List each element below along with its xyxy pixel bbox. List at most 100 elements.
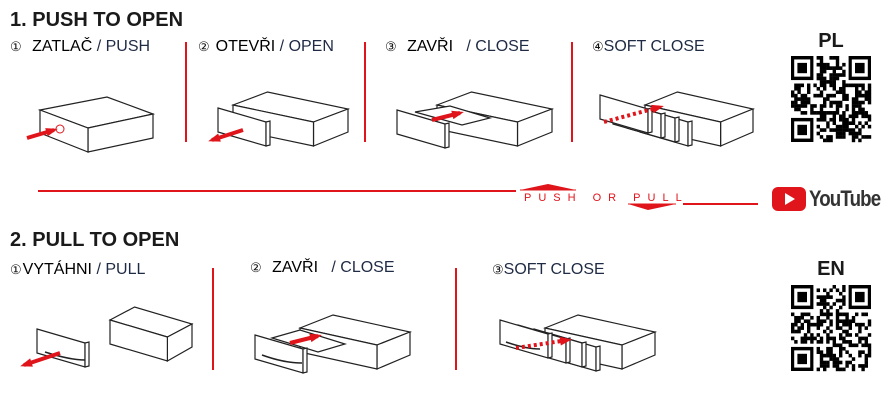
qr-module [864, 121, 868, 125]
qr-module [858, 353, 862, 358]
qr-module [791, 104, 795, 108]
qr-module [832, 128, 836, 132]
qr-module [826, 138, 830, 143]
qr-module [842, 302, 846, 306]
qr-module [851, 121, 856, 125]
qr-module [839, 86, 843, 91]
qr-module [832, 93, 836, 98]
qr-module [819, 93, 824, 98]
qr-module [794, 107, 798, 112]
qr-module [848, 333, 852, 337]
qr-module [858, 100, 862, 105]
qr-module [839, 100, 843, 105]
qr-module [826, 340, 830, 344]
youtube-link[interactable]: YouTube [772, 186, 893, 212]
qr-module [832, 340, 836, 344]
qr-module [851, 367, 856, 372]
qr-module [823, 364, 827, 368]
qr-module [829, 100, 833, 105]
qr-module [835, 104, 840, 108]
qr-module [816, 131, 820, 136]
qr-code-en[interactable] [791, 285, 872, 372]
qr-module [819, 295, 824, 299]
qr-module [832, 73, 836, 77]
red-arrowhead [20, 358, 33, 367]
qr-module [835, 319, 840, 324]
qr-module [835, 288, 840, 293]
qr-module [816, 333, 820, 337]
qr-module [842, 121, 846, 125]
qr-module [823, 117, 827, 122]
qr-module [832, 121, 836, 125]
qr-module [823, 86, 827, 91]
qr-module [816, 288, 820, 293]
qr-module [861, 364, 865, 368]
qr-module [858, 128, 862, 132]
qr-module [845, 107, 849, 112]
qr-module [819, 117, 824, 122]
step-label-en: / CLOSE [331, 259, 395, 276]
qr-module [867, 333, 872, 337]
qr-module [845, 350, 849, 354]
qr-module [867, 319, 872, 324]
qr-module [864, 364, 868, 368]
qr-module [803, 312, 808, 317]
qr-module [848, 114, 852, 119]
qr-module [842, 83, 846, 88]
qr-module [855, 124, 859, 129]
qr-module [794, 93, 798, 98]
qr-module [819, 104, 824, 108]
qr-module [816, 350, 820, 354]
qr-module [823, 353, 827, 358]
drawer-handle [261, 354, 303, 364]
qr-module [823, 97, 827, 101]
drawer-edge [265, 120, 271, 147]
qr-module [842, 340, 846, 344]
qr-module [835, 135, 840, 139]
qr-module [823, 104, 827, 108]
qr-module [842, 319, 846, 324]
qr-module [797, 90, 801, 95]
step-number: ② [198, 39, 210, 54]
qr-module [816, 315, 820, 320]
push-pull-arrows-icon [520, 184, 676, 210]
qr-module [807, 86, 811, 91]
qr-module [842, 298, 846, 303]
qr-module [848, 326, 852, 330]
qr-module [848, 353, 852, 358]
qr-module [797, 353, 807, 365]
qr-module [867, 90, 872, 95]
qr-module [858, 350, 862, 354]
qr-module [839, 73, 843, 77]
qr-module [855, 312, 859, 317]
qr-module [819, 350, 824, 354]
qr-module [861, 322, 865, 327]
qr-module [800, 83, 804, 88]
drawer-front [36, 328, 86, 368]
qr-module [861, 312, 865, 317]
step-number: ① [10, 39, 22, 54]
qr-module [829, 80, 833, 84]
qr-module [845, 124, 849, 129]
qr-module [835, 360, 840, 365]
qr-module [861, 83, 865, 88]
step-label-en: SOFT CLOSE [603, 38, 705, 55]
qr-module [791, 322, 795, 327]
qr-module [839, 367, 843, 372]
qr-module [839, 66, 843, 70]
qr-module [819, 312, 824, 317]
qr-code-pl[interactable] [791, 56, 872, 143]
qr-module [826, 350, 830, 354]
qr-module [867, 114, 872, 119]
qr-module [864, 97, 868, 101]
qr-module [832, 56, 836, 60]
qr-module [832, 360, 836, 365]
qr-module [829, 76, 833, 81]
qr-module [816, 326, 820, 330]
qr-module [835, 298, 840, 303]
qr-module [819, 135, 824, 139]
qr-module [842, 346, 846, 351]
qr-module [832, 343, 836, 348]
qr-module [839, 90, 843, 95]
qr-module [794, 100, 798, 105]
